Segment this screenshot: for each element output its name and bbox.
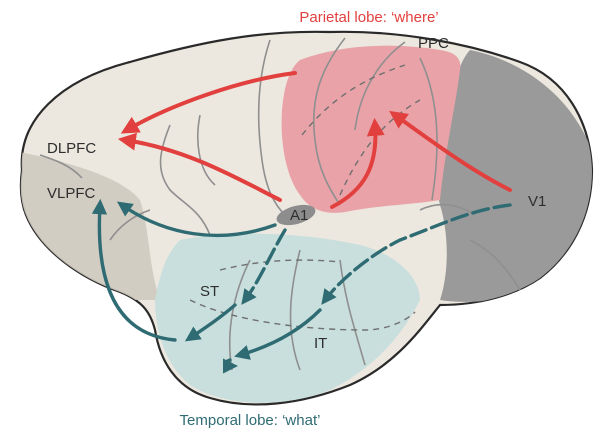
temporal-lobe-title: Temporal lobe: ‘what’	[180, 412, 321, 429]
arrow-ppc-to-dlpfc	[120, 71, 297, 134]
arrow-st-to-temporal	[184, 303, 237, 342]
ventral-stream-arrows	[91, 198, 512, 374]
arrow-v1-to-ppc	[389, 110, 512, 192]
st-label: ST	[200, 283, 219, 300]
occipital-region	[436, 50, 593, 302]
ppc-label: PPC	[418, 35, 449, 52]
v1-label: V1	[528, 193, 546, 210]
arrow-a1-to-vlpfc	[116, 201, 277, 238]
dlpfc-label: DLPFC	[47, 140, 96, 157]
a1-region	[276, 204, 316, 226]
arrow-a1-to-ppc	[330, 117, 385, 209]
frontal-region	[20, 150, 160, 300]
arrow-it-to-temporal	[222, 358, 239, 374]
dorsal-stream-arrows	[117, 71, 512, 209]
arrow-temporal-to-vlpfc	[91, 198, 177, 342]
sulci	[39, 37, 521, 371]
vlpfc-label: VLPFC	[47, 185, 96, 202]
parietal-lobe-title: Parietal lobe: ‘where’	[299, 9, 438, 26]
a1-label: A1	[290, 207, 308, 224]
arrow-a1-to-st-dashed	[241, 228, 287, 305]
it-label: IT	[314, 335, 327, 352]
arrow-a1-to-dlpfc	[117, 132, 282, 202]
temporal-region	[155, 233, 420, 403]
arrow-st-to-it	[234, 308, 322, 360]
arrow-v1-to-st-dashed	[321, 203, 512, 305]
